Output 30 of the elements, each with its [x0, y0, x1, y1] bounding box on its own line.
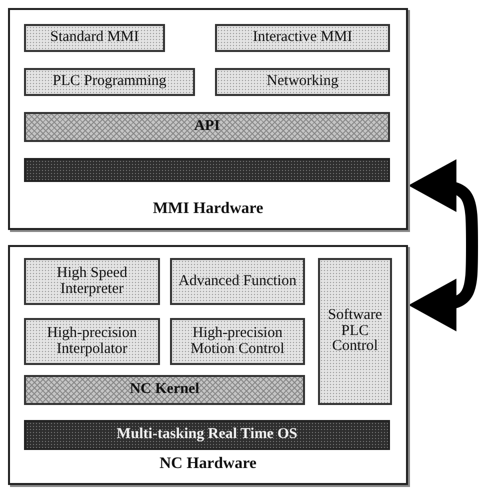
module-label: Advanced Function — [178, 274, 298, 290]
module-label: NC Kernel — [128, 382, 200, 398]
os-bar — [24, 420, 390, 450]
module-label: Software PLC Control — [326, 308, 384, 356]
curved-double-arrow — [408, 160, 478, 331]
module-label: High-precision Motion Control — [190, 326, 286, 358]
hardware-panel — [8, 245, 408, 485]
layer-bar — [24, 375, 305, 405]
module-label: High Speed Interpreter — [56, 266, 128, 298]
module-box — [24, 258, 160, 305]
panel-title: MMI Hardware — [152, 201, 264, 218]
module-box — [318, 258, 392, 405]
module-box — [215, 68, 390, 96]
module-label: Networking — [266, 74, 340, 90]
module-box — [170, 258, 305, 305]
module-label: Interactive MMI — [252, 30, 354, 46]
module-label: Multi-tasking Real Time OS — [116, 427, 298, 443]
module-label: API — [193, 119, 221, 135]
module-box — [215, 24, 390, 52]
module-label: Standard MMI — [49, 30, 140, 46]
layer-bar — [24, 112, 390, 142]
module-box — [24, 318, 160, 365]
module-box — [24, 24, 165, 52]
os-bar — [24, 158, 390, 182]
module-label: PLC Programming — [52, 74, 168, 90]
hardware-panel — [8, 8, 408, 230]
module-box — [170, 318, 305, 365]
module-box — [24, 68, 195, 96]
module-label: High-precision Interpolator — [46, 326, 138, 358]
panel-title: NC Hardware — [158, 456, 258, 473]
